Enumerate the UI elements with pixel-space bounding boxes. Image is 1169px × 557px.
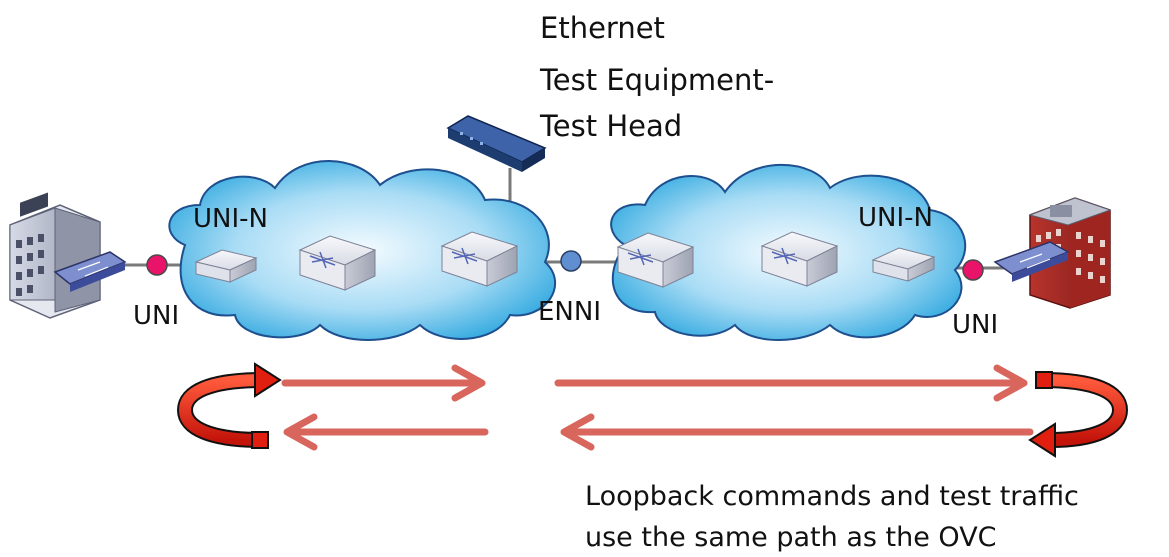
ethernet-switch-icon	[616, 232, 695, 288]
uni-right-label: UNI	[952, 310, 999, 340]
uni-right-dot	[962, 259, 984, 281]
loopback-right-icon	[1028, 371, 1129, 458]
test-head-device-icon	[446, 115, 547, 172]
uni-n-right-label: UNI-N	[858, 203, 933, 233]
nid-device-icon	[871, 247, 936, 282]
nid-device-icon	[194, 249, 258, 283]
caption-line-2: use the same path as the OVC	[585, 522, 997, 553]
office-building-icon	[9, 192, 127, 319]
test-head-label-line-2: Test Equipment-	[540, 63, 775, 97]
uni-n-left-label: UNI-N	[193, 204, 268, 234]
arrow-right-right-segment	[554, 364, 1028, 402]
arrow-left-left-segment	[283, 413, 489, 451]
uni-left-label: UNI	[133, 301, 180, 331]
enni-label: ENNI	[538, 297, 601, 327]
test-head-label-line-1: Ethernet	[540, 11, 665, 45]
uni-left-dot	[146, 254, 168, 276]
ethernet-switch-icon	[440, 231, 519, 287]
loopback-left-icon	[176, 362, 282, 449]
arrow-right-left-segment	[281, 364, 486, 402]
traffic-arrows	[281, 364, 1034, 451]
red-office-building-icon	[993, 197, 1112, 309]
ethernet-switch-icon	[760, 231, 839, 287]
enni-dot	[560, 250, 582, 272]
arrow-left-right-segment	[560, 413, 1034, 451]
caption-line-1: Loopback commands and test traffic	[585, 481, 1079, 512]
ethernet-switch-icon	[298, 235, 377, 291]
test-head-label-line-3: Test Head	[540, 109, 683, 143]
